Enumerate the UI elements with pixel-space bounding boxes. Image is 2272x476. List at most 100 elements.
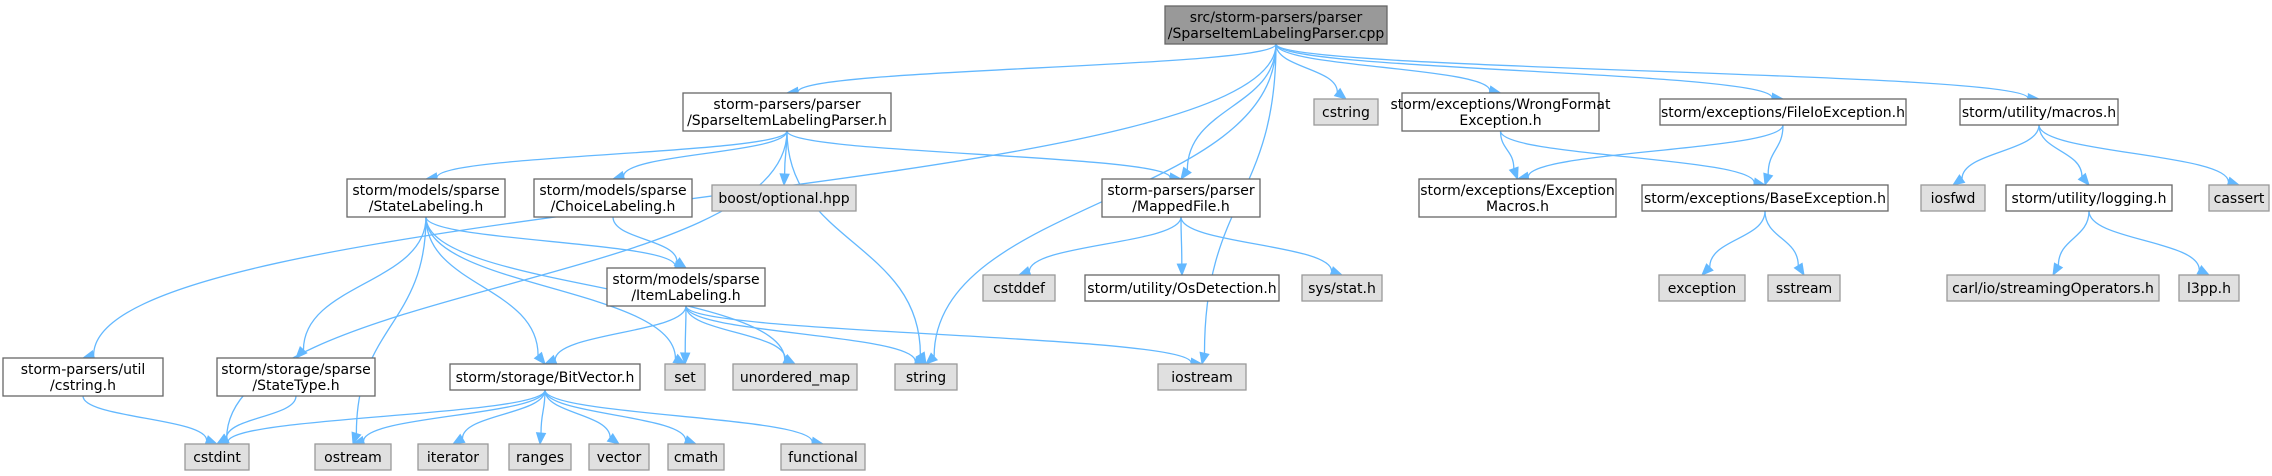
edge-root-to-mappedfile [1180,43,1277,181]
edge-statelabeling-to-statetype [295,216,427,359]
node-label: cassert [2214,191,2265,207]
node-box [2208,184,2270,212]
node-label: set [674,370,696,386]
node-label: vector [597,450,642,466]
edge-line [2038,124,2083,177]
node-cassert[interactable]: cassert [2208,184,2270,212]
node-label: /SparseItemLabelingParser.cpp [1168,26,1385,42]
arrowhead [1333,87,1348,100]
node-unordered_map[interactable]: unordered_map [732,363,858,391]
arrowhead [672,353,687,365]
node-cstddef[interactable]: cstddef [982,274,1056,302]
node-sysstat[interactable]: sys/stat.h [1301,274,1383,302]
node-label: boost/optional.hpp [718,191,849,207]
node-silp_h[interactable]: storm-parsers/parser/SparseItemLabelingP… [682,92,892,132]
edge-line [544,389,813,443]
node-box [2005,184,2173,212]
edge-statetype-to-cstdint [215,395,297,445]
node-statetype[interactable]: storm/storage/sparse/StateType.h [216,357,376,397]
edge-line [355,216,427,434]
node-label: storm/utility/macros.h [1962,105,2116,121]
node-baseexc[interactable]: storm/exceptions/BaseException.h [1641,184,1889,212]
node-label: l3pp.h [2187,281,2231,297]
node-box [588,443,650,471]
node-box [533,178,693,218]
node-logging[interactable]: storm/utility/logging.h [2005,184,2173,212]
node-box [1157,363,1247,391]
node-label: /StateLabeling.h [369,199,484,215]
node-l3pp[interactable]: l3pp.h [2178,274,2240,302]
edge-line [1709,210,1766,268]
arrowhead [204,435,219,446]
node-bitvector[interactable]: storm/storage/BitVector.h [449,363,641,391]
node-box [664,363,706,391]
node-box [1659,98,1907,126]
node-cstdint[interactable]: cstdint [184,443,250,471]
node-ostream[interactable]: ostream [314,443,392,471]
node-label: storm/storage/BitVector.h [456,370,635,386]
node-util_cstring[interactable]: storm-parsers/util/cstring.h [2,357,164,397]
node-set[interactable]: set [664,363,706,391]
node-string[interactable]: string [894,363,958,391]
arrowhead [451,433,466,445]
node-sstream[interactable]: sstream [1767,274,1841,302]
node-label: storm/models/sparse [352,183,499,199]
node-itemlabeling[interactable]: storm/models/sparse/ItemLabeling.h [606,267,766,307]
edge-line [1275,43,2029,99]
edge-line [2088,210,2200,270]
node-box [1418,178,1617,218]
edge-line [540,389,546,434]
node-label: string [906,370,946,386]
node-box [1641,184,1889,212]
edge-line [786,130,922,355]
node-label: unordered_map [740,370,850,386]
node-label: storm-parsers/parser [713,97,861,113]
node-box [314,443,392,471]
node-label: /MappedFile.h [1132,199,1229,215]
edge-itemlabeling-to-set [679,305,691,366]
edge-baseexc-to-exception [1701,210,1766,276]
arrowhead [779,173,790,187]
node-box [982,274,1056,302]
node-cmath[interactable]: cmath [667,443,725,471]
node-vector[interactable]: vector [588,443,650,471]
edge-bitvector-to-ostream [351,389,546,446]
node-iostream[interactable]: iostream [1157,363,1247,391]
node-label: storm/models/sparse [539,183,686,199]
node-box [508,443,572,471]
node-cstring[interactable]: cstring [1313,98,1379,126]
node-macros[interactable]: storm/utility/macros.h [1959,98,2119,126]
arrowhead [533,351,546,366]
edge-line [1767,124,1784,175]
node-box [1301,274,1383,302]
node-fileio[interactable]: storm/exceptions/FileIoException.h [1659,98,1907,126]
node-label: /ChoiceLabeling.h [551,199,676,215]
node-carlio[interactable]: carl/io/streamingOperators.h [1946,274,2160,302]
node-mappedfile[interactable]: storm-parsers/parser/MappedFile.h [1101,178,1261,218]
node-iterator[interactable]: iterator [417,443,489,471]
node-label: /cstring.h [50,378,116,394]
node-boostopt[interactable]: boost/optional.hpp [711,184,857,212]
edge-line [786,130,1171,179]
edge-statelabeling-to-bitvector [425,216,546,366]
edge-wrongformat-to-excmacros [1499,130,1519,181]
node-label: /StateType.h [252,378,339,394]
arrowhead [683,435,698,446]
node-exception[interactable]: exception [1658,274,1746,302]
node-osdetection[interactable]: storm/utility/OsDetection.h [1084,274,1280,302]
node-box [2,357,164,397]
edge-line [425,216,677,359]
node-ranges[interactable]: ranges [508,443,572,471]
node-functional[interactable]: functional [780,443,866,471]
edge-line [1499,130,1755,184]
node-label: storm/utility/OsDetection.h [1087,281,1276,297]
node-statelabeling[interactable]: storm/models/sparse/StateLabeling.h [346,178,506,218]
node-choicelabeling[interactable]: storm/models/sparse/ChoiceLabeling.h [533,178,693,218]
node-iosfwd[interactable]: iosfwd [1920,184,1986,212]
edge-line [1764,210,1799,266]
edge-bitvector-to-functional [544,389,825,447]
node-root[interactable]: src/storm-parsers/parser/SparseItemLabel… [1164,5,1388,45]
